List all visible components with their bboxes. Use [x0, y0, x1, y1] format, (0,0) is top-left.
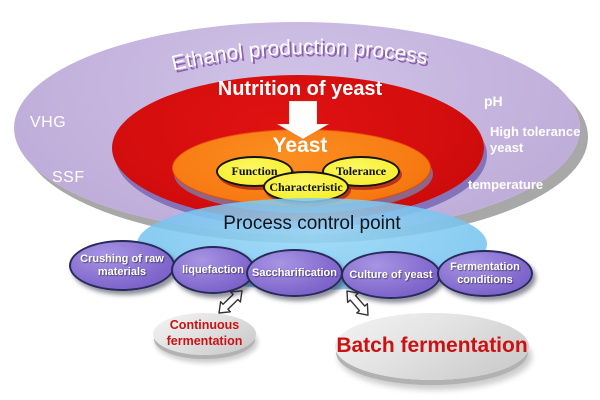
nutrition-of-yeast-label: Nutrition of yeast — [217, 78, 383, 100]
factor-function: Function — [216, 156, 293, 187]
process-control-point-label: Process control point — [223, 213, 401, 234]
step-culture-of-yeast: Culture of yeast — [341, 251, 441, 299]
step-liquefaction: liquefaction — [171, 246, 255, 294]
step-fermentation-conditions: Fermentation conditions — [437, 250, 533, 297]
yeast-label: Yeast — [272, 134, 328, 157]
label-vhg: VHG — [30, 114, 67, 131]
label-high-tolerance-yeast: High tolerance yeast — [490, 124, 581, 155]
continuous-fermentation-disc: Continuous fermentation — [153, 313, 256, 355]
label-ph: pH — [484, 93, 503, 109]
label-temperature: temperature — [468, 177, 544, 192]
label-ssf: SSF — [52, 169, 85, 186]
batch-fermentation-disc: Batch fermentation — [335, 313, 529, 380]
step-crushing-of-raw-materials: Crushing of raw materials — [69, 240, 175, 291]
arched-title: Ethanol production process Ethanol produ… — [169, 36, 431, 78]
step-saccharification: Saccharification — [246, 249, 343, 297]
